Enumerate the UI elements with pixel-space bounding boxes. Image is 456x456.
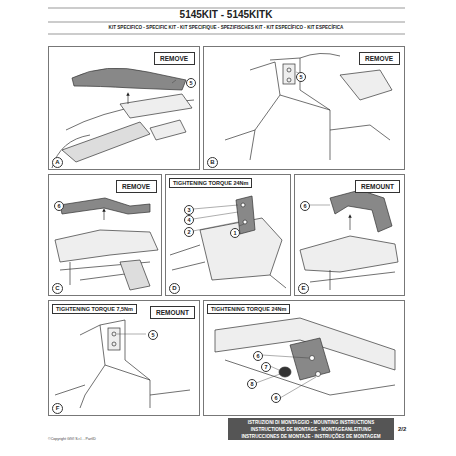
action-text: REMOUNT xyxy=(150,306,195,319)
callout-number: 6 xyxy=(54,201,64,211)
frame-remount-drawing xyxy=(55,320,190,408)
kit-title: 5145KIT - 5145KITK xyxy=(180,9,273,20)
action-text: REMOUNT xyxy=(355,180,400,193)
step-letter: F xyxy=(52,403,63,414)
callout-number: 2 xyxy=(184,227,194,237)
footer-text: INSTRUCCIONES DE MONTAJE - INSTRUÇÕES DE… xyxy=(241,434,380,439)
seat-removal-drawing xyxy=(52,68,194,168)
action-text: REMOVE xyxy=(359,52,400,65)
bracket-mounting xyxy=(170,196,286,288)
callout-number: 5 xyxy=(296,72,306,82)
callout-number: 3 xyxy=(184,205,194,215)
action-text: REMOVE xyxy=(154,52,195,65)
footer-bar xyxy=(228,418,394,440)
page-number: 2/2 xyxy=(398,426,406,433)
callout-number: 6 xyxy=(300,201,310,211)
step-panel: TIGHTENING TORQUE 24NmD xyxy=(165,174,291,296)
torque-note: TIGHTENING TORQUE 24Nm xyxy=(169,178,252,188)
action-badge: REMOVE xyxy=(359,52,400,66)
footer-text: INSTRUCTIONS DE MONTAGE - MONTAGEANLEITU… xyxy=(251,427,372,432)
step-letter: B xyxy=(207,157,218,168)
callout-number: 5 xyxy=(148,330,158,340)
step-panel: C REMOVE xyxy=(48,174,162,296)
step-letter: D xyxy=(169,283,180,294)
frame-top-view xyxy=(225,53,392,160)
kit-subtitle: KIT SPECIFICO - SPECIFIC KIT - KIT SPECI… xyxy=(109,25,344,30)
step-letter: A xyxy=(52,157,63,168)
torque-note: TIGHTENING TORQUE 7,5Nm xyxy=(52,304,137,314)
action-text: REMOVE xyxy=(116,180,157,193)
callout-number: 6 xyxy=(271,393,281,403)
action-badge: REMOUNT xyxy=(355,180,400,194)
step-panel: TIGHTENING TORQUE 24Nm xyxy=(203,300,405,416)
copyright-note: ©Copyright GIVI S.r.l. - PartID xyxy=(48,438,96,442)
step-letter: C xyxy=(52,283,63,294)
callout-number: 1 xyxy=(230,228,240,238)
step-panel: TIGHTENING TORQUE 7,5NmF REMOUNT xyxy=(48,300,200,416)
action-badge: REMOUNT xyxy=(150,306,195,320)
step-letter: E xyxy=(298,283,309,294)
step-panel: E REMOUNT xyxy=(294,174,405,296)
step-panel: B REMOVE xyxy=(203,46,405,170)
callout-number: 5 xyxy=(186,78,196,88)
handle-remount xyxy=(300,190,398,290)
step-panel: A REMOVE xyxy=(48,46,200,170)
callout-number: 4 xyxy=(184,215,194,225)
callout-number: 7 xyxy=(261,362,271,372)
grab-handle-removal xyxy=(55,198,158,290)
action-badge: REMOVE xyxy=(154,52,195,66)
callout-number: 8 xyxy=(247,379,257,389)
plate-detail-drawing xyxy=(215,318,395,398)
action-badge: REMOVE xyxy=(116,180,157,194)
footer-text: ISTRUZIONI DI MONTAGGIO - MOUNTING INSTR… xyxy=(248,420,375,425)
torque-note: TIGHTENING TORQUE 24Nm xyxy=(207,304,290,314)
callout-number: 6 xyxy=(253,351,263,361)
